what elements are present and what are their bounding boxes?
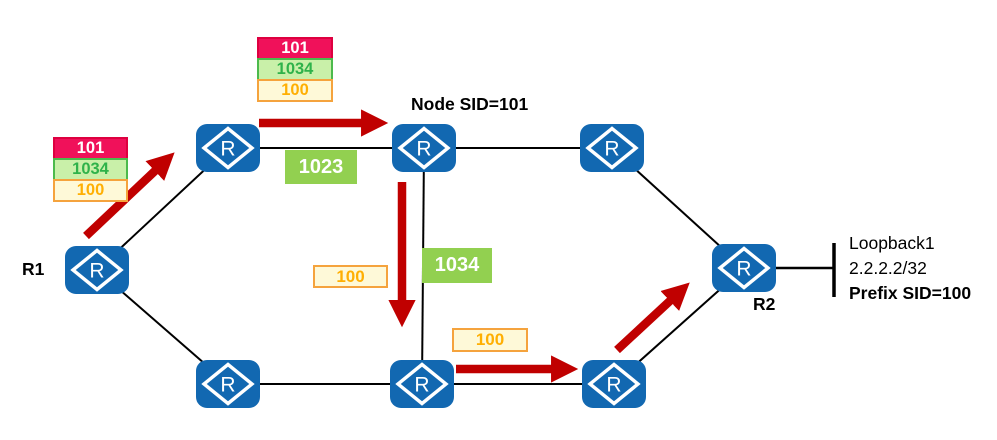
router-icon: R bbox=[580, 124, 644, 172]
svg-text:R: R bbox=[89, 260, 104, 283]
router-r1-name-label: R1 bbox=[22, 259, 45, 279]
mpls-label-101: 101 bbox=[257, 37, 333, 60]
router-bottom-left: R bbox=[196, 360, 260, 408]
svg-text:R: R bbox=[736, 258, 751, 281]
router-icon: R bbox=[390, 360, 454, 408]
mpls-label-1034: 1034 bbox=[257, 58, 333, 81]
svg-text:R: R bbox=[414, 374, 429, 397]
svg-text:R: R bbox=[416, 138, 431, 161]
router-top-right: R bbox=[580, 124, 644, 172]
svg-text:R: R bbox=[220, 138, 235, 161]
router-top-left: R bbox=[196, 124, 260, 172]
router-bottom-right: R bbox=[582, 360, 646, 408]
sid-badge-1023: 1023 bbox=[285, 150, 357, 184]
sid-badge-100: 100 bbox=[313, 265, 388, 288]
sid-badge-1034: 1034 bbox=[422, 248, 492, 283]
router-r2: R bbox=[712, 244, 776, 292]
prefix-sid-label: Prefix SID=100 bbox=[849, 283, 972, 303]
arrow-bottom-right-to-r2 bbox=[614, 282, 690, 354]
mpls-label-100: 100 bbox=[53, 179, 128, 202]
router-icon: R bbox=[196, 360, 260, 408]
svg-text:R: R bbox=[604, 138, 619, 161]
loopback-annotation: Loopback1 2.2.2.2/32 Prefix SID=100 bbox=[849, 231, 971, 306]
mpls-label-100: 100 bbox=[257, 79, 333, 102]
svg-text:R: R bbox=[220, 374, 235, 397]
svg-text:R: R bbox=[606, 374, 621, 397]
loopback-ip-address: 2.2.2.2/32 bbox=[849, 258, 927, 278]
router-r2-name-label: R2 bbox=[753, 294, 776, 314]
router-icon: R bbox=[582, 360, 646, 408]
sid-badge-100: 100 bbox=[452, 328, 528, 352]
loopback-interface-name: Loopback1 bbox=[849, 233, 935, 253]
router-icon: R bbox=[392, 124, 456, 172]
router-icon: R bbox=[65, 246, 129, 294]
router-bottom-middle: R bbox=[390, 360, 454, 408]
router-r1: R bbox=[65, 246, 129, 294]
router-icon: R bbox=[196, 124, 260, 172]
mpls-label-101: 101 bbox=[53, 137, 128, 160]
router-icon: R bbox=[712, 244, 776, 292]
node-sid-annotation: Node SID=101 bbox=[411, 94, 529, 114]
router-top-middle: R bbox=[392, 124, 456, 172]
mpls-label-1034: 1034 bbox=[53, 158, 128, 181]
